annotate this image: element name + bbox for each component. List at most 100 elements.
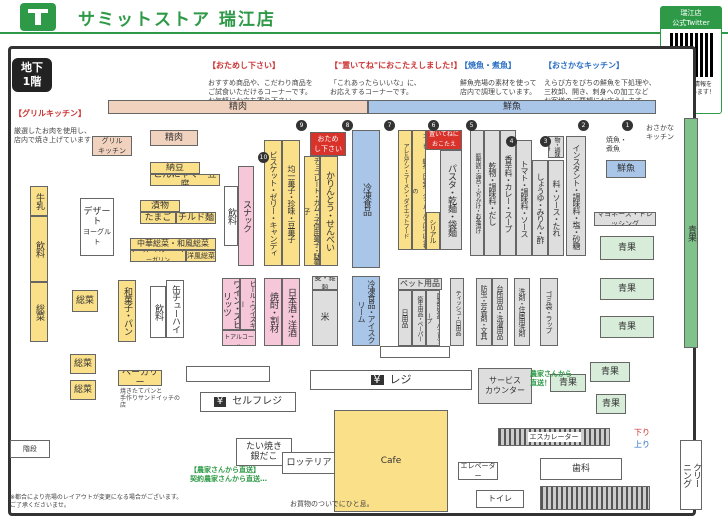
cleanser-shelf[interactable]: 洗剤・住居用洗剤 [514, 278, 530, 346]
produce-4[interactable]: 青果 [590, 362, 630, 382]
toilet[interactable]: トイレ [476, 490, 524, 508]
western-shelf[interactable]: 洋風総菜 [186, 250, 216, 262]
note-request-title: 【"置いてね"におこたえしました!】 [330, 61, 462, 70]
natto-shelf[interactable]: 納豆 [150, 162, 200, 174]
stair-right-block [540, 486, 650, 510]
lotteria-shop[interactable]: ロッテリア [282, 452, 336, 474]
instant-shelf[interactable]: インスタント・調味料・塩・砂糖 [566, 136, 586, 256]
wine-shelf[interactable]: ワイン・スピリッツ [222, 278, 240, 330]
aisle-9: 9 [296, 120, 307, 131]
sozai-left-shelf[interactable]: 総菜 [30, 282, 48, 342]
coffee-shelf[interactable]: コーヒー・紅茶・日本茶・ジャム・パンにつけるもの [412, 130, 426, 250]
curry-shelf[interactable]: 香辛料・カレー・スープ [500, 130, 516, 256]
elevator[interactable]: エレベーター [458, 462, 498, 480]
beer-shelf[interactable]: ビール・ウイスキー [240, 278, 256, 330]
note-request-body: 「これあったらいいな」に、 お応えするコーナーです。 [330, 79, 421, 96]
pasta-shelf[interactable]: パスタ・乾麺・袋麺 [440, 150, 462, 250]
request-box[interactable]: 置いてねに おこたえ [426, 130, 462, 150]
soy-shelf[interactable]: しょうゆ・みりん・酢 [532, 160, 548, 256]
cereal-shelf[interactable]: シリアル [426, 212, 440, 250]
drink2-shelf[interactable]: 飲料 [150, 286, 166, 338]
can-chuhai-shelf[interactable]: 缶チューハイ [166, 280, 184, 338]
layout-note: ※都合により売場のレイアウトが変更になる場合がございます。 ご了承くださいませ。 [10, 494, 183, 509]
grill-kitchen[interactable]: グリル キッチン [92, 136, 132, 156]
drug-shelf[interactable]: 医薬部外品・ハンドソープ [426, 290, 440, 346]
register-counter[interactable]: ¥ レジ [310, 370, 472, 390]
chilled-noodle-shelf[interactable]: チルド麺 [176, 212, 216, 224]
daily-shelf[interactable]: 日用品 [398, 290, 412, 346]
self-register-icon: ¥ [213, 397, 227, 407]
cafe-area[interactable]: Cafe [334, 410, 448, 512]
drink-shelf[interactable]: 飲料 [30, 216, 48, 282]
shochu-shelf[interactable]: 焼酎・割材 [264, 278, 282, 346]
farm-note: 【農家さんから直送】 契約農家さんから直送… [190, 466, 267, 483]
chuka-shelf[interactable]: 中華総菜・和風総菜 [130, 238, 216, 250]
milk-shelf[interactable]: 牛乳 [30, 186, 48, 216]
dental-clinic[interactable]: 歯科 [540, 458, 622, 480]
note-fish-title: 【焼魚・煮魚】 [460, 61, 516, 70]
biscuit-shelf[interactable]: ビスケット・ゼリー・キャンディ [264, 140, 282, 266]
drink3-shelf[interactable]: 飲料 [224, 186, 238, 246]
produce-5[interactable]: 青果 [596, 394, 626, 414]
mayo-shelf[interactable]: マヨネーズ・ドレッシング [594, 212, 656, 226]
laundry-shelf[interactable]: 台所用品・洗濯用品 [492, 278, 508, 346]
konnyaku-shelf[interactable]: こんにゃく・豆腐 [150, 174, 220, 186]
cleaning-shop[interactable]: クリー ニング [680, 440, 702, 510]
fresh-fish-box[interactable]: 鮮魚 [606, 160, 646, 178]
meat-box[interactable]: 精肉 [150, 130, 198, 146]
kitchen-shelf[interactable]: 防虫・芳香剤・文具 [476, 278, 492, 346]
canned-shelf[interactable]: 瓶缶詰・海苔・ふりかけ・お茶漬け [470, 130, 484, 256]
dessert-sub-label: ヨーグルト [83, 228, 111, 246]
trial-box[interactable]: おため し下さい [310, 132, 346, 156]
self-register-counter[interactable]: ¥ セルフレジ [200, 392, 296, 412]
meat-counter-top[interactable]: 精肉 [108, 100, 368, 114]
self-register-label: セルフレジ [232, 396, 283, 407]
sozai2-shelf[interactable]: 総菜 [70, 354, 96, 374]
dressing-shelf[interactable]: 料・ソース・たれ [548, 160, 564, 256]
sake-shelf[interactable]: 日本酒・洋酒 [282, 278, 300, 346]
bakery-shelf[interactable]: ベーカリー [118, 370, 162, 386]
aisle-7: 7 [384, 120, 395, 131]
tsukemono-shelf[interactable]: 漬物 [140, 200, 180, 212]
aisle-5: 5 [466, 120, 477, 131]
note-fish-body: 鮮魚売場の素材を使って 店内で調理しています。 [460, 79, 537, 96]
stairs-label: 階段 [23, 445, 37, 453]
produce-3[interactable]: 青果 [600, 316, 654, 338]
frozen-ice-shelf[interactable]: 冷凍食品・アイスクリーム [352, 276, 380, 346]
mugi-shelf[interactable]: 麦・雑穀 [312, 276, 338, 290]
sozai3-shelf[interactable]: 総菜 [70, 380, 96, 400]
aisle-6: 6 [428, 120, 439, 131]
daily2-shelf[interactable]: 衛生用品・ペーパー [412, 290, 426, 346]
tomato-shelf[interactable]: トマト・調味料・ソース [516, 140, 532, 256]
produce-right[interactable]: 青果 [684, 118, 698, 348]
pet-shelf[interactable]: ペット用品 [398, 278, 442, 290]
frozen-shelf[interactable]: 冷凍食品 [352, 130, 380, 268]
rice-cracker-shelf[interactable]: かりんとう・せんべい [320, 156, 338, 266]
allergy-shelf[interactable]: アレルゲン・ラーメン・ダイエットフード [398, 130, 412, 250]
bakery-sub-label: 焼きたてパンと 手作りサンドイッチの店 [120, 388, 181, 409]
sozai1-shelf[interactable]: 総菜 [72, 290, 98, 312]
produce-6[interactable]: 青果 [550, 374, 586, 392]
tissue-shelf[interactable]: ティッシュ・日用品 [450, 278, 464, 346]
rice-shelf[interactable]: 米 [312, 290, 338, 346]
chocolate-shelf[interactable]: チョコレート・ガム・子供用菓子・駄菓子 [304, 156, 320, 266]
cheese-shelf[interactable]: チーズ・バター・マーガリン [130, 250, 186, 262]
miso-shelf[interactable]: 味噌・漬物・調味料 [548, 136, 564, 158]
snack-shelf[interactable]: スナック [238, 166, 254, 266]
kinkan-shelf[interactable]: 均一菓子・珍味・豆菓子 [282, 140, 300, 266]
store-logo-icon [20, 3, 56, 31]
escalator[interactable]: エスカレーター [498, 428, 610, 446]
garbage-shelf[interactable]: ゴミ袋・ラップ [540, 278, 558, 346]
fresh-fish-counter[interactable]: 鮮魚 [368, 100, 656, 114]
note-grill: 【グリルキッチン】 厳選したお肉を使用し、 店内で焼き上げています！ [14, 100, 124, 154]
yen-icon: ¥ [370, 374, 384, 385]
produce-2[interactable]: 青果 [600, 278, 654, 300]
service-counter[interactable]: サービス カウンター [478, 368, 532, 404]
stairs-bottom-left[interactable]: 階段 [10, 440, 50, 458]
dessert-shelf[interactable]: デザート ヨーグルト [80, 198, 114, 256]
dashi-shelf[interactable]: 乾物・調味料・だし [484, 130, 500, 256]
tamago-shelf[interactable]: たまご [140, 212, 176, 224]
umeshu-shelf[interactable]: 梅酒・ソフトアルコール [222, 330, 256, 346]
washi-pan-shelf[interactable]: 和菓子・パン [118, 280, 136, 342]
produce-1[interactable]: 青果 [600, 236, 654, 260]
